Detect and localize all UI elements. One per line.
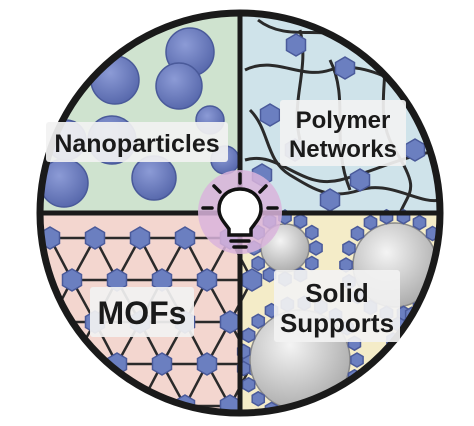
mof-node-hexagon [61, 352, 83, 376]
mof-linker [48, 321, 74, 365]
polymer-chain [248, 108, 440, 203]
polymer-node-hexagon [381, 13, 403, 37]
mof-node-hexagon [129, 226, 151, 250]
support-hexagon [241, 376, 256, 393]
mofs-label: MOFs [90, 287, 194, 337]
support-hexagon [251, 313, 266, 330]
support-hexagon [241, 327, 256, 344]
support-hexagon [328, 396, 343, 413]
support-hexagon [435, 348, 440, 364]
mof-node-hexagon [84, 394, 106, 413]
solid-supports-label: Solid Supports [274, 270, 400, 342]
support-hexagon [297, 408, 312, 413]
lightbulb-icon [198, 170, 282, 254]
mof-node-hexagon [196, 268, 218, 292]
polymer-node-hexagon [259, 103, 281, 127]
nanoparticles-label: Nanoparticles [46, 122, 228, 162]
outer-ring [36, 9, 444, 417]
mof-linker [48, 363, 74, 407]
support-hexagon [262, 266, 277, 283]
support-hexagon [391, 348, 405, 364]
mof-node-hexagon [129, 394, 151, 413]
mof-linker [70, 363, 97, 407]
support-hexagon [363, 214, 378, 231]
mof-node-hexagon [40, 394, 61, 413]
support-hexagon [350, 225, 365, 242]
support-hexagon [425, 288, 440, 305]
nanoparticle-sphere [90, 55, 140, 105]
polymer-node-hexagon [285, 33, 307, 57]
mof-node-hexagon [174, 226, 196, 250]
support-hexagon [339, 257, 353, 273]
support-hexagon [305, 224, 319, 241]
polymer-node-hexagon [319, 188, 341, 212]
mof-node-hexagon [196, 352, 218, 376]
support-hexagon [412, 214, 427, 231]
mofs-label-text: MOFs [98, 295, 187, 331]
mof-node-hexagon [61, 268, 83, 292]
mof-node-hexagon [151, 352, 173, 376]
support-hexagon [434, 273, 440, 290]
mof-node-hexagon [151, 268, 173, 292]
support-hexagon [437, 257, 440, 273]
support-hexagon [421, 357, 436, 374]
nanoparticle-sphere [131, 155, 177, 201]
polymer-networks-label-line2: Networks [289, 136, 397, 163]
polymer-node-hexagon [404, 138, 426, 162]
mof-node-hexagon [241, 268, 263, 292]
support-hexagon [314, 405, 328, 413]
polymer-node-hexagon [334, 56, 356, 80]
mof-node-hexagon [106, 268, 128, 292]
support-hexagon [309, 240, 323, 256]
support-hexagon [435, 316, 440, 332]
solid-supports-label-line2: Supports [280, 308, 394, 338]
mof-node-hexagon [40, 310, 61, 334]
mof-node-hexagon [219, 310, 241, 334]
support-hexagon [305, 255, 319, 272]
support-hexagon [404, 357, 419, 374]
support-hexagon [251, 390, 266, 407]
solid-supports-label-line1: Solid [305, 278, 369, 308]
polymer-networks-label: Polymer Networks [280, 100, 406, 166]
nanoparticles-label-text: Nanoparticles [54, 130, 219, 158]
support-hexagon [441, 333, 453, 347]
mof-node-hexagon [84, 226, 106, 250]
polymer-node-hexagon [349, 168, 371, 192]
support-hexagon [251, 255, 265, 272]
support-hexagon [350, 352, 364, 368]
support-hexagon [293, 213, 308, 230]
support-hexagon [342, 240, 356, 257]
polymer-networks-label-line1: Polymer [296, 107, 391, 134]
support-hexagon [421, 306, 436, 323]
nanoparticle-sphere [155, 62, 203, 110]
